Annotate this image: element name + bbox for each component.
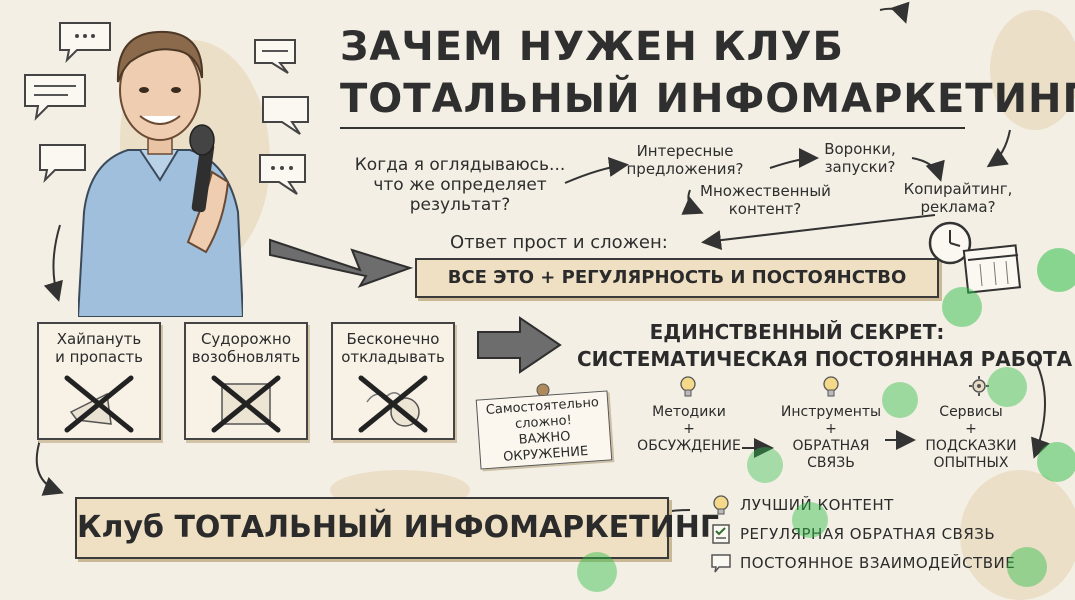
consideration-content: Множественный контент?	[700, 182, 831, 218]
chat-icon	[711, 554, 731, 573]
title-line-1: ЗАЧЕМ НУЖЕН КЛУБ	[340, 24, 845, 70]
benefit-regular-feedback: РЕГУЛЯРНАЯ ОБРАТНАЯ СВЯЗЬ	[740, 525, 996, 543]
lightbulb-icon	[823, 376, 839, 397]
speech-bubble-icon	[39, 144, 86, 184]
calendar-icon	[962, 244, 1022, 294]
speech-bubble-icon	[24, 74, 86, 121]
bg-blob-right-top	[990, 10, 1075, 130]
speech-bubble-icon	[59, 22, 111, 63]
failure-box-postpone: Бесконечно откладывать	[331, 322, 455, 440]
watermark-logo-icon	[747, 447, 783, 483]
speech-bubble-icon	[262, 96, 309, 135]
failure-box-restart: Судорожно возобновлять	[184, 322, 308, 440]
answer-intro: Ответ прост и сложен:	[450, 232, 668, 253]
pillar-tools-top: Инструменты	[780, 404, 882, 420]
clock-icon	[928, 221, 972, 265]
watermark-logo-icon	[987, 367, 1027, 407]
watermark-logo-icon	[1037, 248, 1075, 292]
pillar-tools-bottom: ОБРАТНАЯ СВЯЗЬ	[792, 438, 870, 471]
pillar-services-bottom: ПОДСКАЗКИ ОПЫТНЫХ	[925, 438, 1017, 471]
failure-label-postpone: Бесконечно откладывать	[341, 330, 445, 366]
answer-banner: ВСЕ ЭТО + РЕГУЛЯРНОСТЬ И ПОСТОЯНСТВО	[415, 258, 939, 298]
pillar-methods-top: Методики	[652, 404, 726, 420]
speech-bubble-icon	[259, 154, 306, 195]
speech-bubble-icon	[254, 39, 296, 74]
watermark-logo-icon	[882, 382, 918, 418]
consideration-funnels: Воронки, запуски?	[824, 140, 896, 176]
checklist-icon	[712, 524, 730, 544]
watermark-logo-icon	[1037, 442, 1075, 482]
pillar-methods-plus: +	[683, 421, 695, 437]
lightbulb-icon	[713, 495, 729, 515]
gear-icon	[969, 376, 989, 396]
calendar-crossed-icon	[211, 375, 281, 433]
secret-line-1: ЕДИНСТВЕННЫЙ СЕКРЕТ:	[649, 320, 945, 344]
environment-note-text: Самостоятельно сложно! ВАЖНО ОКРУЖЕНИЕ	[485, 395, 600, 465]
speaker-portrait-image	[78, 30, 243, 317]
watermark-logo-icon	[792, 502, 828, 538]
benefit-best-content: ЛУЧШИЙ КОНТЕНТ	[740, 496, 894, 514]
pillar-services-top: Сервисы	[939, 404, 1003, 420]
failure-label-restart: Судорожно возобновлять	[191, 330, 301, 366]
watermark-logo-icon	[1007, 547, 1047, 587]
consideration-offers: Интересные предложения?	[626, 142, 744, 178]
watermark-logo-icon	[942, 287, 982, 327]
question-text: Когда я оглядываюсь... что же определяет…	[354, 155, 566, 215]
megaphone-icon	[64, 375, 134, 433]
consideration-copywriting: Копирайтинг, реклама?	[903, 180, 1013, 216]
failure-label-hype: Хайпануть и пропасть	[55, 330, 143, 366]
pillar-services: Сервисы + ПОДСКАЗКИ ОПЫТНЫХ	[906, 404, 1036, 472]
club-banner: Клуб ТОТАЛЬНЫЙ ИНФОМАРКЕТИНГ	[75, 497, 719, 559]
failure-box-hype: Хайпануть и пропасть	[37, 322, 161, 440]
secret-line-2: СИСТЕМАТИЧЕСКАЯ ПОСТОЯННАЯ РАБОТА	[577, 347, 1073, 371]
pillar-tools: Инструменты + ОБРАТНАЯ СВЯЗЬ	[766, 404, 896, 472]
bg-blob-right-bottom	[960, 470, 1075, 600]
watermark-logo-icon	[577, 552, 617, 592]
pillar-methods-bottom: ОБСУЖДЕНИЕ	[637, 438, 741, 454]
title-line-2: ТОТАЛЬНЫЙ ИНФОМАРКЕТИНГ	[340, 76, 1075, 122]
environment-note: Самостоятельно сложно! ВАЖНО ОКРУЖЕНИЕ	[475, 390, 613, 470]
lightbulb-icon	[680, 376, 696, 397]
benefit-constant-interaction: ПОСТОЯННОЕ ВЗАИМОДЕЙСТВИЕ	[740, 554, 1016, 572]
clock-crossed-icon	[358, 375, 428, 433]
pillar-methods: Методики + ОБСУЖДЕНИЕ	[624, 404, 754, 455]
pillar-tools-plus: +	[825, 421, 837, 437]
pillar-services-plus: +	[965, 421, 977, 437]
